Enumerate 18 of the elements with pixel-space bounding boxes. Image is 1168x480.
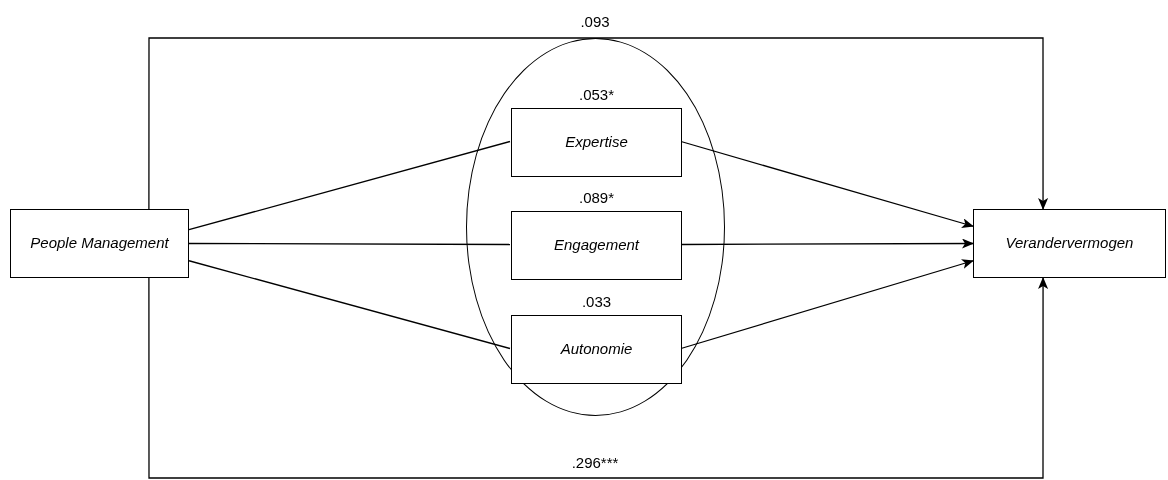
coefficient-label: .089* xyxy=(579,188,614,208)
connector-line xyxy=(188,140,511,231)
arrow xyxy=(680,140,974,228)
variable-box xyxy=(973,209,1166,278)
connector-line xyxy=(188,260,511,350)
arrow xyxy=(148,37,1049,210)
variable-name: Verandervermogen xyxy=(1005,233,1134,254)
variable-name: Expertise xyxy=(565,132,628,153)
variable-name: Engagement xyxy=(553,235,640,256)
variable-name: People Management xyxy=(30,233,169,254)
variable-name: Autonomie xyxy=(560,339,633,360)
arrow xyxy=(680,259,974,350)
arrow xyxy=(680,238,974,249)
connector-line xyxy=(188,242,511,246)
coefficient-label: .053* xyxy=(579,85,614,105)
variable-box xyxy=(10,209,189,278)
arrow xyxy=(148,277,1049,479)
coefficient-label: .033 xyxy=(581,292,612,312)
